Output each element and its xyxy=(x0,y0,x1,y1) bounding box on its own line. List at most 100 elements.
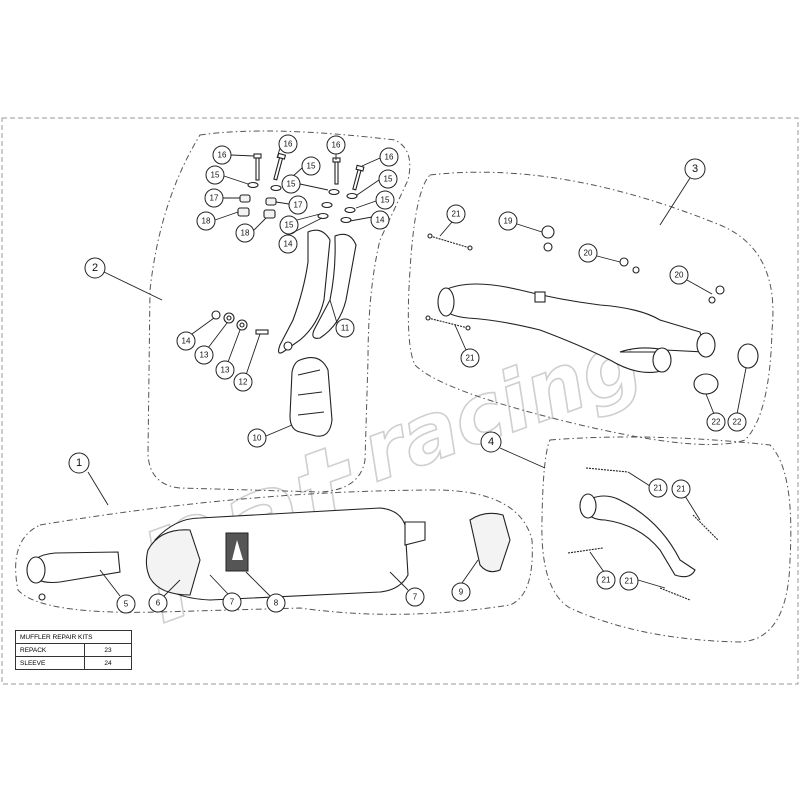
springs-group-3 xyxy=(425,233,473,331)
group-1-outline xyxy=(15,489,533,615)
callout-21e[interactable]: 21 xyxy=(589,551,616,590)
svg-text:15: 15 xyxy=(307,162,316,171)
callout-15c[interactable]: 15 xyxy=(281,174,329,194)
callout-13a[interactable]: 13 xyxy=(194,322,228,365)
table-row: REPACK 23 xyxy=(15,643,132,657)
callout-21a[interactable]: 21 xyxy=(439,204,466,237)
svg-text:20: 20 xyxy=(675,271,684,280)
callout-12[interactable]: 12 xyxy=(233,333,261,392)
svg-text:2: 2 xyxy=(92,262,98,274)
svg-text:22: 22 xyxy=(733,418,742,427)
bolt-16b xyxy=(273,152,287,181)
svg-text:16: 16 xyxy=(218,151,227,160)
svg-text:11: 11 xyxy=(341,324,350,333)
group-4-outline xyxy=(541,436,792,643)
callout-20a[interactable]: 20 xyxy=(578,243,621,263)
link-pipe-inlet xyxy=(579,493,597,519)
group-label-1[interactable]: 1 xyxy=(68,452,109,506)
callout-7b[interactable]: 7 xyxy=(389,571,425,607)
svg-text:21: 21 xyxy=(466,354,475,363)
tip-screw xyxy=(38,593,46,601)
group-label-2[interactable]: 2 xyxy=(84,257,163,301)
svg-text:14: 14 xyxy=(376,216,385,225)
callout-5[interactable]: 5 xyxy=(99,569,136,614)
svg-text:18: 18 xyxy=(202,217,211,226)
callout-22a[interactable]: 22 xyxy=(705,393,726,432)
callout-21c[interactable]: 21 xyxy=(627,471,668,498)
svg-text:13: 13 xyxy=(221,366,230,375)
bracket-hole xyxy=(283,341,293,351)
svg-text:7: 7 xyxy=(413,593,418,602)
clamp-10 xyxy=(289,357,333,437)
tip-5-opening xyxy=(26,556,46,584)
db-killer-9 xyxy=(469,512,511,573)
sensor-plugs-19-20 xyxy=(541,225,725,304)
washers-group-2 xyxy=(247,181,358,224)
svg-text:4: 4 xyxy=(488,436,494,448)
svg-text:8: 8 xyxy=(274,599,279,608)
callout-16d[interactable]: 16 xyxy=(361,147,399,167)
bolt-16d xyxy=(352,164,365,191)
svg-text:10: 10 xyxy=(253,434,262,443)
callout-22b[interactable]: 22 xyxy=(727,367,747,432)
fasteners-12-13-14 xyxy=(211,310,269,335)
muffler-repair-kits-table: MUFFLER REPAIR KITS REPACK 23 SLEEVE 24 xyxy=(15,630,132,670)
callout-21b[interactable]: 21 xyxy=(454,324,480,368)
callout-15e[interactable]: 15 xyxy=(355,190,395,210)
svg-text:5: 5 xyxy=(124,600,129,609)
svg-text:21: 21 xyxy=(452,210,461,219)
callout-21d[interactable]: 21 xyxy=(671,479,701,521)
callout-11[interactable]: 11 xyxy=(329,299,355,338)
callout-14b[interactable]: 14 xyxy=(349,210,390,230)
svg-text:15: 15 xyxy=(381,196,390,205)
row-label-repack: REPACK xyxy=(15,643,85,657)
callout-13b[interactable]: 13 xyxy=(215,329,241,380)
svg-text:1: 1 xyxy=(76,457,82,469)
svg-text:15: 15 xyxy=(384,175,393,184)
group-2-outline xyxy=(147,130,411,493)
callout-14a[interactable]: 14 xyxy=(278,217,323,254)
callout-16c[interactable]: 16 xyxy=(326,135,346,160)
callout-9[interactable]: 9 xyxy=(451,559,479,602)
callout-7a[interactable]: 7 xyxy=(209,574,242,612)
svg-text:16: 16 xyxy=(284,140,293,149)
clamps-22 xyxy=(693,343,759,395)
mid-pipe-outlet-a xyxy=(696,332,716,358)
callout-19[interactable]: 19 xyxy=(498,211,543,233)
callout-17b[interactable]: 17 xyxy=(275,195,308,215)
svg-text:21: 21 xyxy=(625,577,634,586)
callout-14c[interactable]: 14 xyxy=(176,317,215,351)
callout-10[interactable]: 10 xyxy=(247,424,293,448)
group-3-outline xyxy=(407,171,774,445)
callout-16a[interactable]: 16 xyxy=(212,145,255,165)
callout-21f[interactable]: 21 xyxy=(619,571,666,591)
group-label-4[interactable]: 4 xyxy=(480,431,546,469)
table-title: MUFFLER REPAIR KITS xyxy=(15,630,132,644)
group-label-3[interactable]: 3 xyxy=(659,158,706,226)
row-value-repack: 23 xyxy=(84,643,132,657)
callout-6[interactable]: 6 xyxy=(148,579,181,613)
callout-15a[interactable]: 15 xyxy=(205,165,249,185)
callout-16b[interactable]: 16 xyxy=(276,134,298,159)
table-row: SLEEVE 24 xyxy=(15,656,132,670)
outer-frame xyxy=(1,117,799,685)
bracket-11 xyxy=(277,229,357,354)
svg-text:7: 7 xyxy=(230,598,235,607)
callout-18a[interactable]: 18 xyxy=(196,211,239,231)
svg-text:21: 21 xyxy=(677,485,686,494)
svg-text:15: 15 xyxy=(287,180,296,189)
callout-15f[interactable]: 15 xyxy=(279,213,321,235)
callout-18b[interactable]: 18 xyxy=(235,217,267,243)
svg-text:17: 17 xyxy=(210,194,219,203)
callout-15d[interactable]: 15 xyxy=(356,169,398,196)
svg-text:15: 15 xyxy=(285,221,294,230)
svg-text:21: 21 xyxy=(654,484,663,493)
callout-20b[interactable]: 20 xyxy=(669,265,713,295)
callout-8[interactable]: 8 xyxy=(245,571,286,613)
callout-17a[interactable]: 17 xyxy=(204,188,240,208)
svg-text:17: 17 xyxy=(294,201,303,210)
svg-text:3: 3 xyxy=(692,163,698,175)
svg-text:16: 16 xyxy=(385,153,394,162)
end-cap-6 xyxy=(145,529,201,596)
